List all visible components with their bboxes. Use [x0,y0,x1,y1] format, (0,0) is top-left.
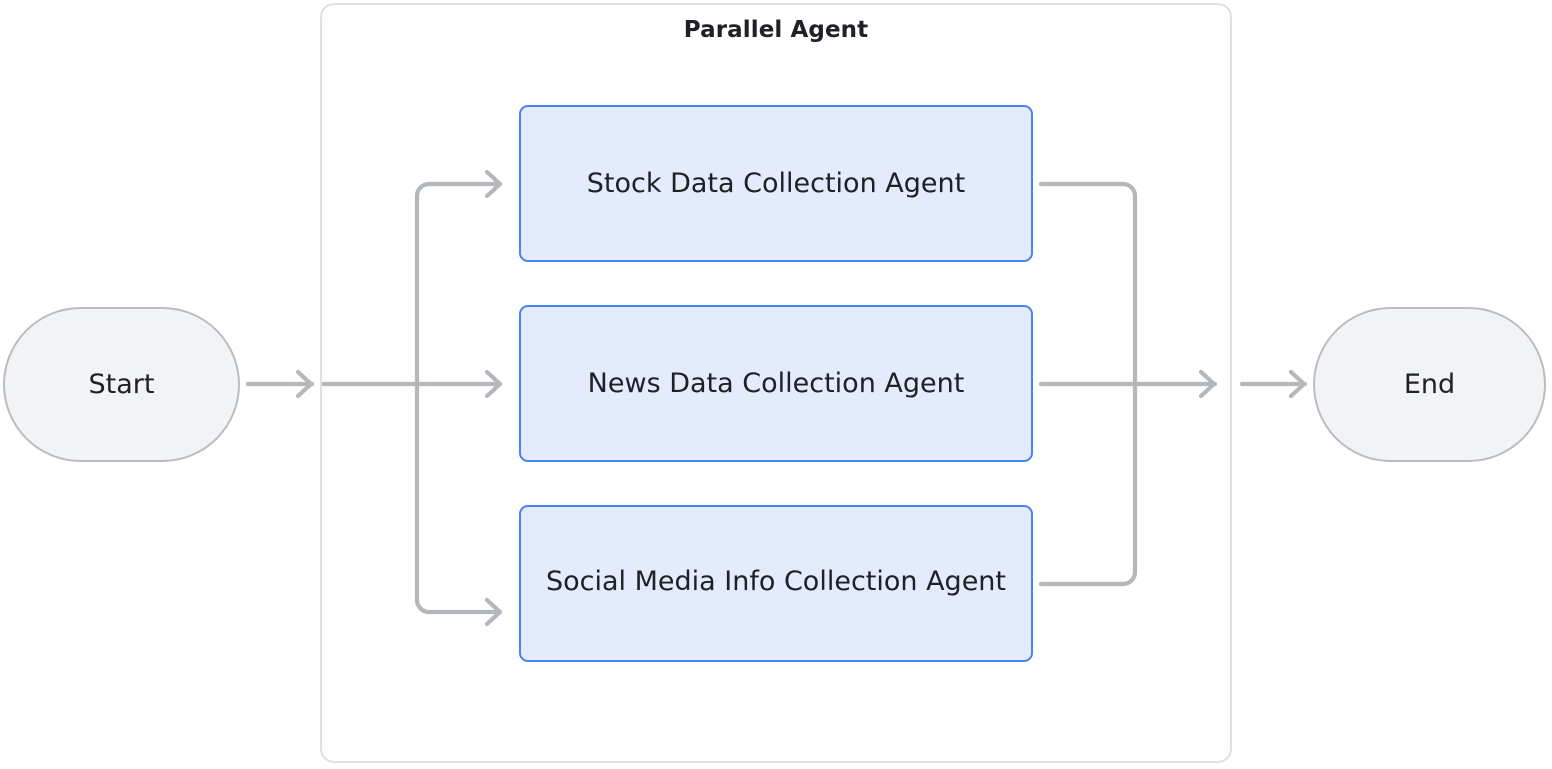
agent-node-label: Stock Data Collection Agent [586,168,966,199]
arrowhead-start-to-group [295,369,314,399]
agent-node-social-media-info-collection[interactable]: Social Media Info Collection Agent [519,505,1033,662]
agent-node-label: News Data Collection Agent [587,368,965,399]
start-node-label: Start [88,369,155,400]
agent-node-label: Social Media Info Collection Agent [545,566,1007,597]
start-node[interactable]: Start [3,307,240,462]
parallel-agent-group[interactable] [320,3,1232,763]
end-node-label: End [1403,369,1456,400]
agent-node-news-data-collection[interactable]: News Data Collection Agent [519,305,1033,462]
parallel-agent-group-title: Parallel Agent [683,17,869,43]
agent-node-stock-data-collection[interactable]: Stock Data Collection Agent [519,105,1033,262]
end-node[interactable]: End [1313,307,1546,462]
arrowhead-group-to-end [1288,369,1307,399]
